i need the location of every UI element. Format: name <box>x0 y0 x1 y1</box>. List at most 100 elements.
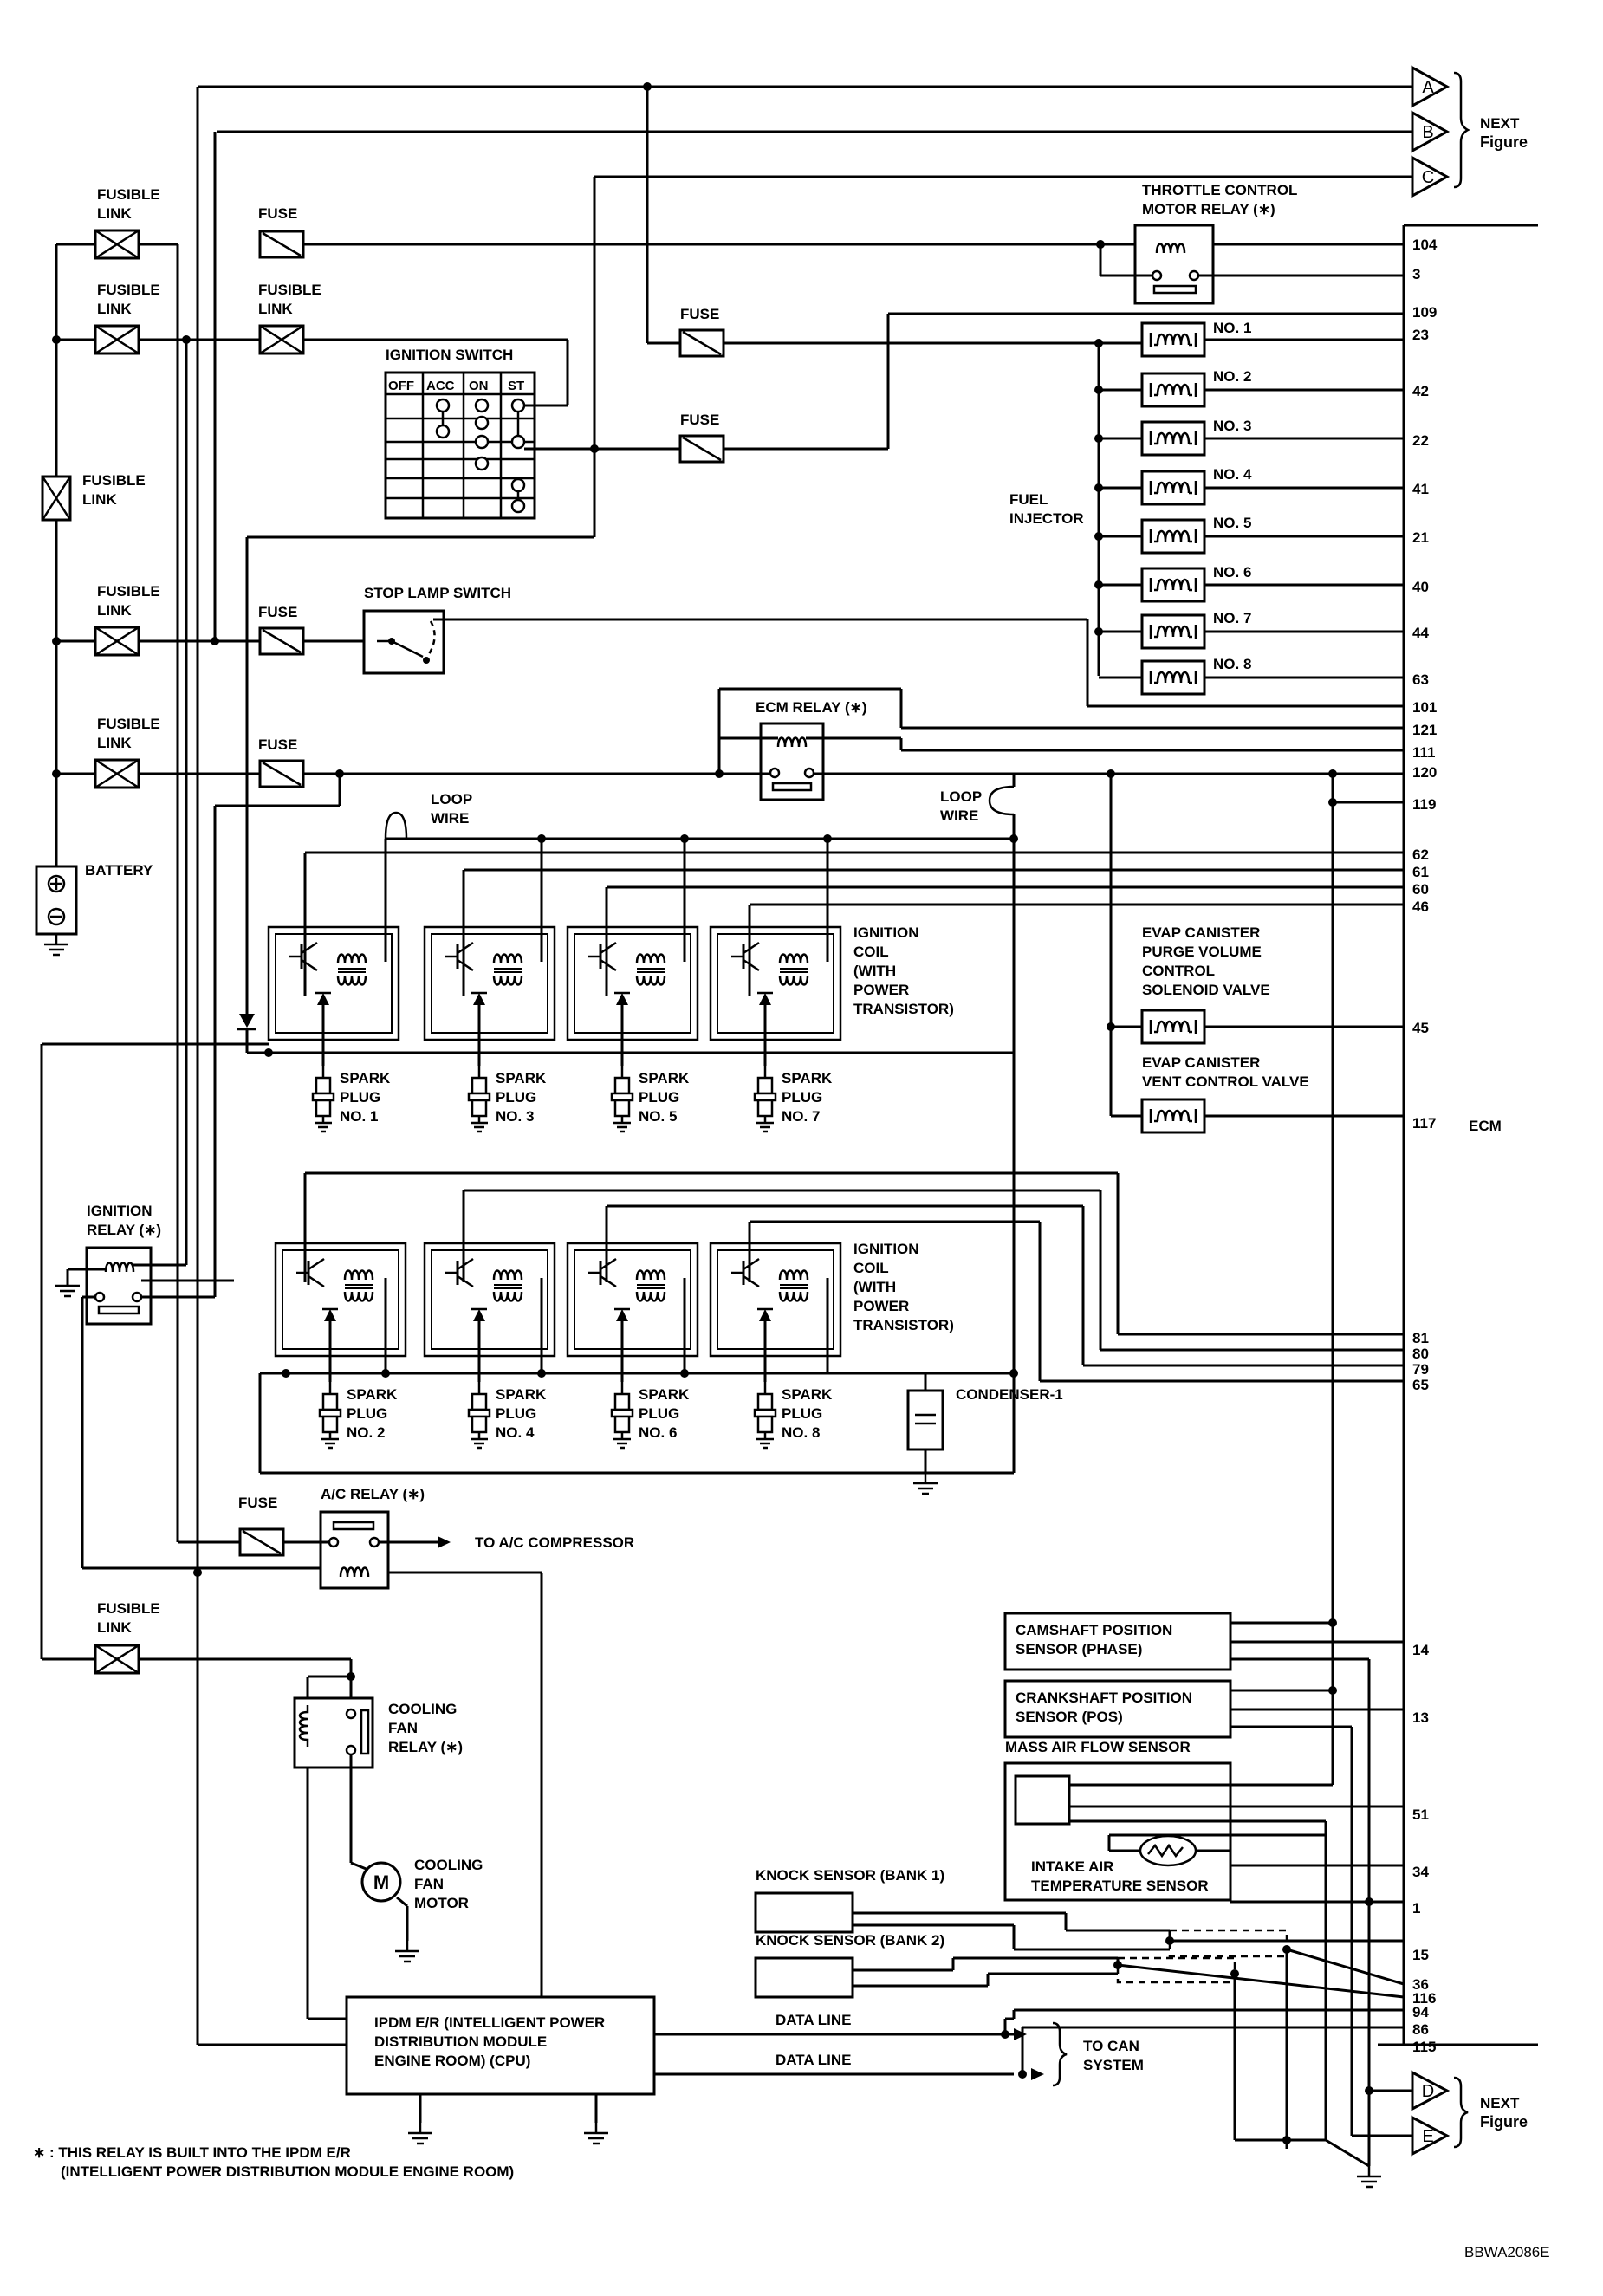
plug7-a: SPARK <box>782 1070 833 1086</box>
crankshaft-sensor: CRANKSHAFT POSITION SENSOR (POS) <box>1003 1679 1232 1739</box>
diagram-code: BBWA2086E <box>1464 2244 1550 2260</box>
ignition-switch: IGNITION SWITCH OFF ACC ON ST <box>384 347 536 520</box>
pin-13: 13 <box>1412 1709 1429 1726</box>
ignition-coils-row1: IGNITION COIL (WITH POWER TRANSISTOR) <box>269 924 954 1040</box>
fusible-link-1-a: FUSIBLE <box>97 186 160 203</box>
plug3-b: PLUG <box>496 1089 536 1106</box>
camshaft-1: CAMSHAFT POSITION <box>1016 1622 1172 1638</box>
ign-coil-row1-4: POWER <box>853 982 909 998</box>
loop-wire-right-2: WIRE <box>940 807 978 824</box>
plug5-c: NO. 5 <box>639 1108 677 1125</box>
pin-109: 109 <box>1412 304 1437 321</box>
plug2-c: NO. 2 <box>347 1424 385 1441</box>
motor-symbol: M <box>373 1871 389 1893</box>
throttle-control-motor-relay: THROTTLE CONTROL MOTOR RELAY (∗) <box>1133 182 1297 305</box>
ign-coil-row1-3: (WITH <box>853 963 896 979</box>
fuel-injectors: FUEL INJECTOR NO. 1 NO. 2 NO. 3 NO. 4 NO… <box>1009 320 1252 696</box>
plug1-b: PLUG <box>340 1089 380 1106</box>
stop-lamp-switch: STOP LAMP SWITCH <box>362 585 511 675</box>
ignition-coils-row2: IGNITION COIL (WITH POWER TRANSISTOR) <box>276 1241 954 1356</box>
cooling-fan-motor: M COOLING FAN MOTOR <box>360 1857 483 1911</box>
pin-41: 41 <box>1412 481 1429 497</box>
mass-air-flow-sensor: MASS AIR FLOW SENSOR INTAKE AIR TEMPERAT… <box>1003 1739 1232 1902</box>
data-line-1: DATA LINE <box>776 2012 852 2028</box>
fuses: FUSE FUSIBLE LINK FUSE FUSE FUSE FUSE <box>258 205 725 788</box>
plug6-c: NO. 6 <box>639 1424 677 1441</box>
evap-purge-4: SOLENOID VALVE <box>1142 982 1270 998</box>
pin-40: 40 <box>1412 579 1429 595</box>
loop-wire-left-2: WIRE <box>431 810 469 827</box>
fusible-link-2-b: LINK <box>97 301 132 317</box>
plug4-c: NO. 4 <box>496 1424 535 1441</box>
evap-purge-2: PURGE VOLUME <box>1142 944 1262 960</box>
fusible-link-4-a: FUSIBLE <box>97 583 160 600</box>
knock-sensor-bank1: KNOCK SENSOR (BANK 1) <box>754 1867 944 1934</box>
ecm-pins: 104 3 109 23 42 22 41 21 40 44 63 101 12… <box>1412 237 1438 2055</box>
plug5-a: SPARK <box>639 1070 690 1086</box>
ecm-label: ECM <box>1469 1118 1502 1134</box>
pin-1: 1 <box>1412 1900 1420 1917</box>
evap-purge-3: CONTROL <box>1142 963 1215 979</box>
cooling-fan-relay: COOLING FAN RELAY (∗) <box>293 1696 463 1769</box>
crankshaft-1: CRANKSHAFT POSITION <box>1016 1690 1192 1706</box>
next-figure-bottom-1: NEXT <box>1480 2095 1520 2111</box>
intake-air-temp-sensor: INTAKE AIR TEMPERATURE SENSOR <box>1031 1834 1209 1894</box>
ign-coil-row2-1: IGNITION <box>853 1241 919 1257</box>
injector-no1: NO. 1 <box>1213 320 1251 336</box>
fuse-2-label: FUSE <box>258 604 297 620</box>
pin-45: 45 <box>1412 1020 1429 1036</box>
battery: BATTERY <box>35 862 153 957</box>
intake-air-2: TEMPERATURE SENSOR <box>1031 1878 1209 1894</box>
pin-63: 63 <box>1412 671 1429 688</box>
ign-coil-row1-1: IGNITION <box>853 924 919 941</box>
pin-22: 22 <box>1412 432 1429 449</box>
pin-94: 94 <box>1412 2004 1429 2020</box>
plug4-a: SPARK <box>496 1386 547 1403</box>
fusible-link-3-a: FUSIBLE <box>82 472 146 489</box>
fusible-link-7-a: FUSIBLE <box>97 1600 160 1617</box>
fuel-injector-label-2: INJECTOR <box>1009 510 1084 527</box>
fusible-link-7-b: LINK <box>97 1619 132 1636</box>
plug8-a: SPARK <box>782 1386 833 1403</box>
plug3-a: SPARK <box>496 1070 547 1086</box>
ac-relay: FUSE A/C RELAY (∗) <box>238 1486 425 1590</box>
loop-wire-right-1: LOOP <box>940 788 982 805</box>
pin-111: 111 <box>1412 744 1436 761</box>
pin-15: 15 <box>1412 1947 1429 1963</box>
condenser-label: CONDENSER-1 <box>956 1386 1063 1403</box>
ign-col-off: OFF <box>388 379 414 393</box>
fuse-1-label: FUSE <box>258 205 297 222</box>
plug6-b: PLUG <box>639 1405 679 1422</box>
pin-60: 60 <box>1412 881 1429 898</box>
fusible-link-7: FUSIBLE LINK <box>94 1600 160 1675</box>
camshaft-sensor: CAMSHAFT POSITION SENSOR (PHASE) <box>1003 1612 1232 1671</box>
intake-air-1: INTAKE AIR <box>1031 1858 1113 1875</box>
plug3-c: NO. 3 <box>496 1108 534 1125</box>
fusible-link-6-a: FUSIBLE <box>258 282 321 298</box>
evap-vent-valve: EVAP CANISTER VENT CONTROL VALVE <box>1140 1054 1309 1134</box>
cooling-fan-motor-3: MOTOR <box>414 1895 469 1911</box>
evap-purge-1: EVAP CANISTER <box>1142 924 1260 941</box>
pin-61: 61 <box>1412 864 1429 880</box>
injector-no5: NO. 5 <box>1213 515 1251 531</box>
ign-coil-row2-3: (WITH <box>853 1279 896 1295</box>
injector-no4: NO. 4 <box>1213 466 1252 483</box>
loop-wire-left-1: LOOP <box>431 791 472 807</box>
to-can-2: SYSTEM <box>1083 2057 1144 2073</box>
ipdm-label-2: DISTRIBUTION MODULE <box>374 2033 547 2050</box>
pin-36: 36 <box>1412 1976 1429 1993</box>
evap-vent-2: VENT CONTROL VALVE <box>1142 1073 1309 1090</box>
fusible-link-5-a: FUSIBLE <box>97 716 160 732</box>
crankshaft-2: SENSOR (POS) <box>1016 1709 1123 1725</box>
injector-no2: NO. 2 <box>1213 368 1251 385</box>
connector-c: C <box>594 155 1450 198</box>
cooling-fan-relay-3: RELAY (∗) <box>388 1739 463 1755</box>
ipdm-label-3: ENGINE ROOM) (CPU) <box>374 2053 530 2069</box>
plug1-a: SPARK <box>340 1070 391 1086</box>
cooling-fan-motor-2: FAN <box>414 1876 444 1892</box>
injector-no8: NO. 8 <box>1213 656 1251 672</box>
ign-coil-row2-5: TRANSISTOR) <box>853 1317 954 1333</box>
pin-116: 116 <box>1412 1990 1436 2007</box>
pin-115: 115 <box>1412 2039 1436 2055</box>
connector-b: B <box>217 110 1450 153</box>
